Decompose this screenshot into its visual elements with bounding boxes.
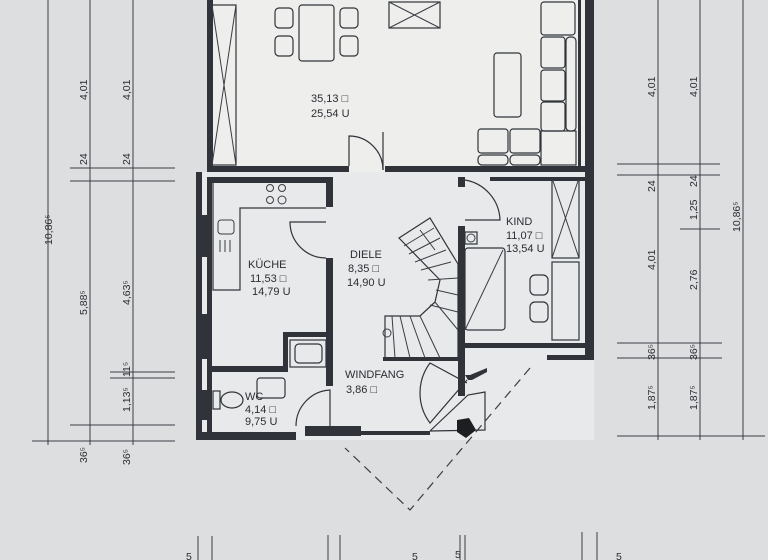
dim-label: 24 — [121, 153, 133, 165]
staircase — [382, 217, 459, 359]
living-room-furniture — [211, 1, 577, 171]
diele-volume: 14,90 U — [347, 277, 386, 289]
dim-label: 4,01 — [78, 79, 90, 100]
diele-area: 8,35 □ — [348, 263, 379, 275]
dim-label: 24 — [688, 175, 700, 187]
dim-label: 4,01 — [121, 79, 133, 100]
dim-label: 5 — [412, 551, 418, 560]
dim-label: 1,25 — [688, 199, 700, 220]
kueche-name: KÜCHE — [248, 259, 287, 271]
windfang-area: 3,86 □ — [346, 384, 377, 396]
dim-label: 2,76 — [688, 269, 700, 290]
wc-volume: 9,75 U — [245, 416, 277, 428]
dim-label: 36⁵ — [78, 447, 90, 463]
dim-label: 5 — [186, 551, 192, 560]
kueche-volume: 14,79 U — [252, 286, 291, 298]
diele-name: DIELE — [350, 249, 382, 261]
kitchen-fixtures — [201, 183, 327, 368]
living-volume: 25,54 U — [311, 108, 350, 120]
dim-label: 4,01 — [688, 76, 700, 97]
dimension-lines-left — [32, 0, 175, 445]
dim-label: 4,63⁵ — [121, 280, 133, 305]
kind-area: 11,07 □ — [506, 230, 543, 242]
dim-label: 36⁵ — [688, 344, 700, 360]
dim-label: 1,87⁵ — [688, 385, 700, 410]
dim-label: 5 — [455, 549, 461, 560]
dimension-labels-left: 10,86⁵ 4,01 24 5,88⁵ 36⁵ 4,01 24 4,63⁵ 1… — [43, 79, 133, 465]
dimension-labels-right: 4,01 24 4,01 36⁵ 1,87⁵ 4,01 24 1,25 2,76… — [646, 76, 743, 410]
living-area: 35,13 □ — [311, 93, 349, 105]
wc-name: WC — [245, 391, 263, 403]
dim-label: 24 — [78, 153, 90, 165]
plan-background — [196, 0, 594, 440]
kind-furniture — [464, 177, 580, 341]
kind-name: KIND — [506, 216, 532, 228]
dim-label: 1,13⁵ — [121, 387, 133, 412]
kind-volume: 13,54 U — [506, 243, 545, 255]
dim-label: 36⁵ — [646, 344, 658, 360]
dim-label: 4,01 — [646, 249, 658, 270]
walls — [196, 0, 594, 440]
dim-label: 36⁵ — [121, 449, 133, 465]
dim-left-outer: 10,86⁵ — [43, 214, 55, 245]
entrance-marker-icon — [457, 418, 476, 438]
dim-label: 11⁵ — [121, 362, 133, 377]
dim-label: 4,01 — [646, 76, 658, 97]
wc-area: 4,14 □ — [245, 404, 276, 416]
dim-label: 5,88⁵ — [78, 290, 90, 315]
windfang-name: WINDFANG — [345, 369, 404, 381]
dim-right-outer: 10,86⁵ — [731, 201, 743, 232]
entrance — [344, 362, 531, 511]
dim-label: 1,87⁵ — [646, 385, 658, 410]
dim-label: 5 — [616, 551, 622, 560]
dim-label: 24 — [646, 180, 658, 192]
kueche-area: 11,53 □ — [250, 273, 287, 285]
room-labels: 35,13 □ 25,54 U KÜCHE 11,53 □ 14,79 U DI… — [245, 93, 545, 428]
dimension-lines-right — [617, 0, 765, 440]
dimension-lines-bottom: 5 5 5 5 — [186, 532, 622, 560]
wc-fixtures — [201, 377, 331, 427]
